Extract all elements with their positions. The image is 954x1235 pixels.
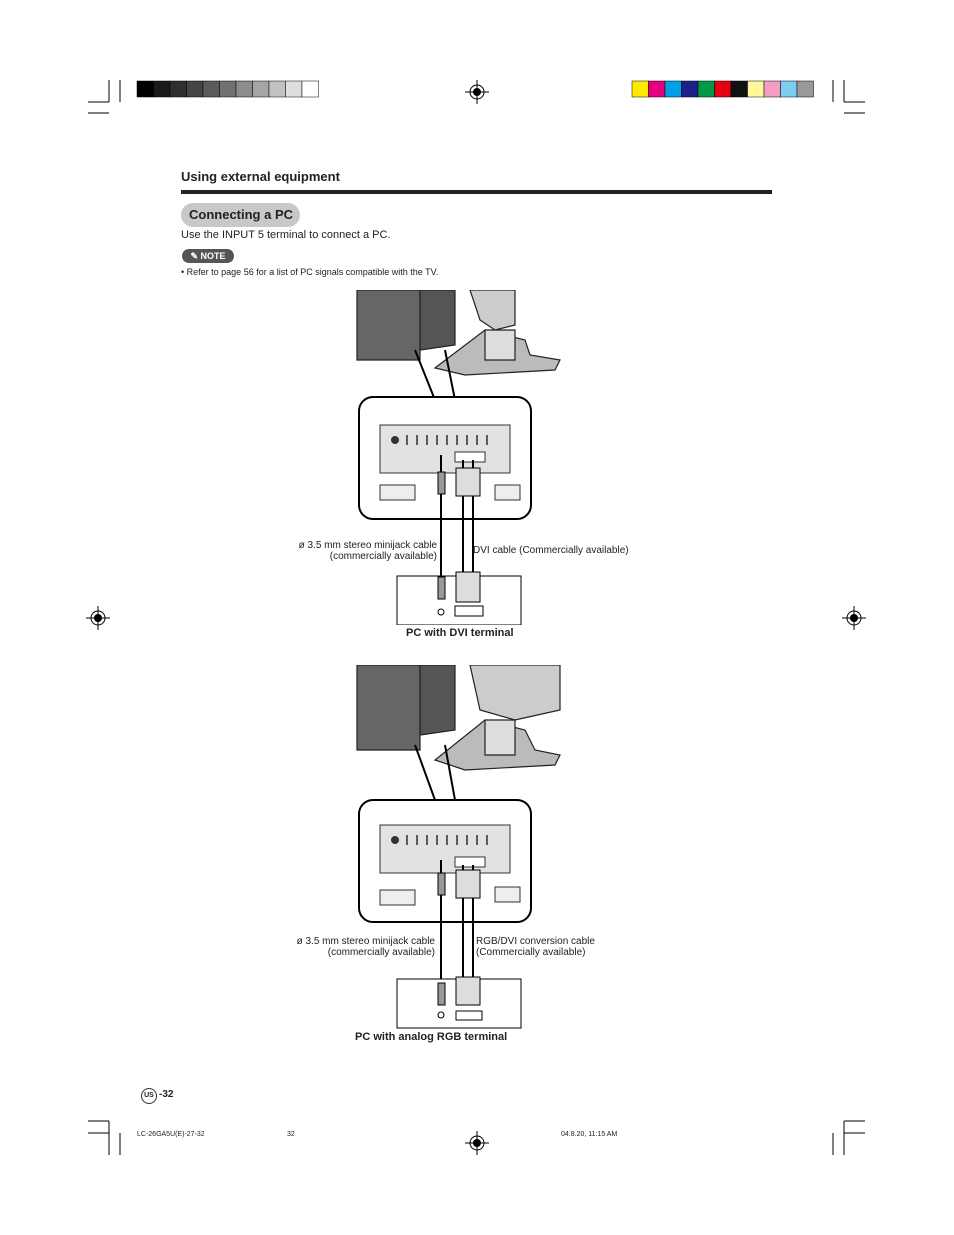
footer-right: 04.8.20, 11:15 AM — [561, 1131, 618, 1138]
calibration-swatch — [631, 80, 649, 98]
calibration-swatch — [730, 80, 748, 98]
print-marks-top — [88, 80, 865, 114]
note-item: • Refer to page 56 for a list of PC sign… — [181, 267, 439, 277]
calibration-swatch — [252, 80, 270, 98]
calibration-swatch — [763, 80, 781, 98]
fig2-minijack-caption-line2: (commercially available) — [327, 947, 435, 958]
fig1-minijack-caption-line2: (commercially available) — [329, 551, 437, 562]
registration-mark-left — [86, 606, 110, 630]
print-marks-bottom — [88, 1120, 865, 1155]
calibration-swatch — [169, 80, 187, 98]
fig1-title: PC with DVI terminal — [406, 627, 514, 639]
calibration-swatch — [153, 80, 171, 98]
fig2-rgb-caption-line2: (Commercially available) — [476, 947, 586, 958]
calibration-swatch — [285, 80, 303, 98]
calibration-swatch — [219, 80, 237, 98]
calibration-swatch — [202, 80, 220, 98]
note-badge: ✎ NOTE — [182, 249, 234, 263]
registration-mark-bottom — [465, 1131, 489, 1155]
calibration-swatch — [697, 80, 715, 98]
figure-rgb-illustration — [356, 665, 561, 1029]
figure-dvi-illustration — [356, 290, 561, 625]
calibration-swatch — [747, 80, 765, 98]
footer-left: LC-26GA5U(E)-27-32 — [137, 1131, 205, 1138]
fig1-minijack-caption-line1: ø 3.5 mm stereo minijack cable — [298, 540, 437, 551]
fig2-title: PC with analog RGB terminal — [355, 1031, 508, 1043]
registration-mark-top — [465, 80, 489, 104]
fig1-minijack-caption: ø 3.5 mm stereo minijack cable (commerci… — [256, 540, 437, 562]
section-title: Using external equipment — [181, 169, 340, 184]
fig2-minijack-caption: ø 3.5 mm stereo minijack cable (commerci… — [254, 936, 435, 958]
calibration-swatch — [681, 80, 699, 98]
calibration-swatch — [136, 80, 154, 98]
note-label: NOTE — [200, 251, 226, 261]
gray-calibration-bar — [136, 80, 319, 98]
footer-center: 32 — [287, 1131, 295, 1138]
page-number: -32 — [159, 1089, 174, 1100]
calibration-swatch — [714, 80, 732, 98]
calibration-swatch — [664, 80, 682, 98]
color-calibration-bar — [631, 80, 814, 98]
region-badge-icon: US — [141, 1088, 157, 1104]
region-badge-label: US — [144, 1092, 154, 1099]
subsection-title: Connecting a PC — [181, 203, 300, 227]
calibration-swatch — [186, 80, 204, 98]
fig2-rgb-caption: RGB/DVI conversion cable (Commercially a… — [476, 936, 595, 958]
header-rule — [181, 190, 772, 194]
fig2-minijack-caption-line1: ø 3.5 mm stereo minijack cable — [296, 936, 435, 947]
calibration-swatch — [796, 80, 814, 98]
calibration-swatch — [301, 80, 319, 98]
intro-text: Use the INPUT 5 terminal to connect a PC… — [181, 229, 391, 241]
calibration-swatch — [268, 80, 286, 98]
calibration-swatch — [235, 80, 253, 98]
fig1-dvi-caption: DVI cable (Commercially available) — [473, 545, 629, 556]
fig2-rgb-caption-line1: RGB/DVI conversion cable — [476, 936, 595, 947]
calibration-swatch — [648, 80, 666, 98]
registration-mark-right — [842, 606, 866, 630]
calibration-swatch — [780, 80, 798, 98]
